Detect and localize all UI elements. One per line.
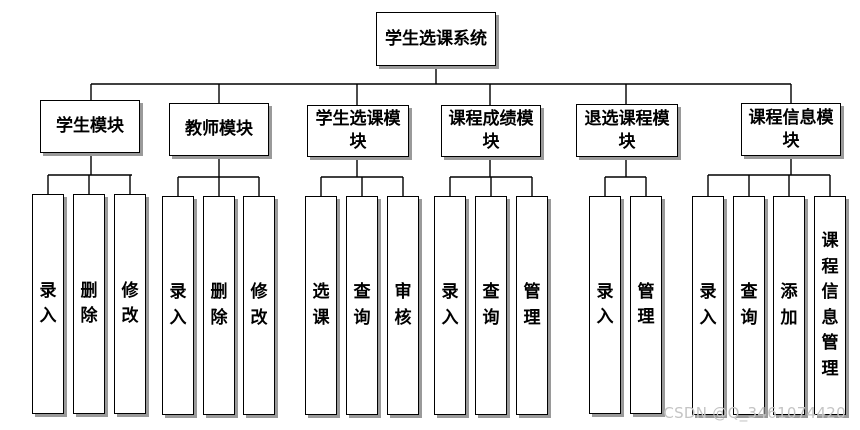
leaf-node: 修改 xyxy=(114,194,146,414)
leaf-node-label: 查询 xyxy=(353,282,371,328)
leaf-node: 修改 xyxy=(243,196,275,415)
module-label: 学生选课模块 xyxy=(315,109,401,152)
leaf-node: 选课 xyxy=(305,196,337,415)
module-node-student: 学生模块 xyxy=(40,100,140,153)
leaf-node: 录入 xyxy=(434,196,466,415)
leaf-node-label: 录入 xyxy=(39,280,57,327)
leaf-node-label: 删除 xyxy=(80,280,98,327)
module-node-course-grades: 课程成绩模块 xyxy=(441,105,541,157)
module-node-course-withdrawal: 退选课程模块 xyxy=(576,104,678,157)
leaf-node: 录入 xyxy=(692,196,724,415)
leaf-node: 录入 xyxy=(162,196,194,415)
module-label: 学生模块 xyxy=(56,116,124,137)
module-label: 教师模块 xyxy=(185,119,253,140)
leaf-node-label: 录入 xyxy=(169,282,187,328)
leaf-node-label: 录入 xyxy=(441,282,459,328)
leaf-node: 查询 xyxy=(346,196,378,415)
root-node-label: 学生选课系统 xyxy=(385,28,487,49)
watermark: CSDN @Q_3461074420 xyxy=(663,404,846,422)
leaf-node-label: 选课 xyxy=(312,282,330,328)
module-label: 课程信息模块 xyxy=(748,107,834,151)
leaf-node-label: 课程信息管理 xyxy=(821,231,839,379)
leaf-node-label: 修改 xyxy=(250,282,268,328)
module-node-course-info: 课程信息模块 xyxy=(741,103,841,156)
leaf-node: 审核 xyxy=(387,196,419,415)
leaf-node-label: 管理 xyxy=(523,282,541,328)
leaf-node: 管理 xyxy=(516,196,548,415)
leaf-node: 添加 xyxy=(773,196,805,415)
root-node: 学生选课系统 xyxy=(376,12,496,66)
module-node-teacher: 教师模块 xyxy=(169,103,269,156)
leaf-node: 查询 xyxy=(733,196,765,415)
leaf-node: 查询 xyxy=(475,196,507,415)
leaf-node-label: 录入 xyxy=(699,282,717,328)
leaf-node-label: 添加 xyxy=(780,282,798,328)
leaf-node: 录入 xyxy=(589,196,621,414)
leaf-node-label: 修改 xyxy=(121,280,139,327)
module-label: 退选课程模块 xyxy=(584,108,670,152)
leaf-node-label: 查询 xyxy=(482,282,500,328)
leaf-node: 删除 xyxy=(73,194,105,414)
leaf-node: 删除 xyxy=(203,196,235,415)
leaf-node-label: 录入 xyxy=(596,281,614,328)
leaf-node-label: 删除 xyxy=(210,282,228,328)
leaf-node-label: 查询 xyxy=(740,282,758,328)
leaf-node: 录入 xyxy=(32,194,64,414)
leaf-node: 课程信息管理 xyxy=(814,196,846,415)
leaf-node-label: 审核 xyxy=(394,282,412,328)
leaf-node-label: 管理 xyxy=(637,281,655,328)
leaf-node: 管理 xyxy=(630,196,662,414)
module-label: 课程成绩模块 xyxy=(448,109,534,152)
module-node-course-selection: 学生选课模块 xyxy=(307,105,409,157)
